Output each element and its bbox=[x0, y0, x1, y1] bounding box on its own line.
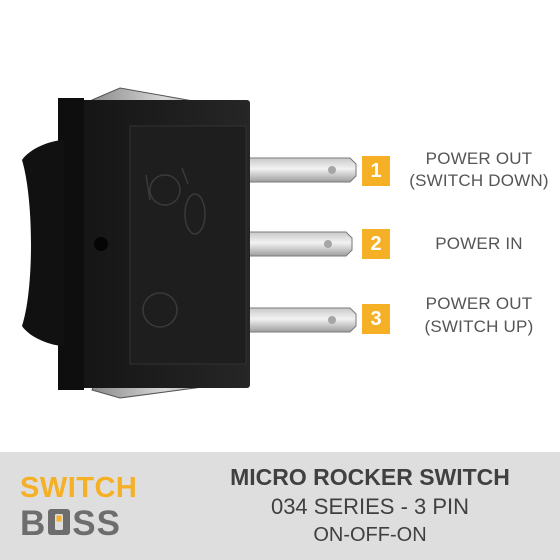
pin-number-badge: 2 bbox=[362, 229, 390, 259]
terminal-pins bbox=[245, 157, 357, 333]
pin-label-line1: POWER IN bbox=[435, 234, 523, 253]
pin-label-1: 1 POWER OUT (SWITCH DOWN) bbox=[362, 148, 560, 228]
pin-label-3: 3 POWER OUT (SWITCH UP) bbox=[362, 293, 560, 373]
pin-number-badge: 1 bbox=[362, 156, 390, 186]
product-mode: ON-OFF-ON bbox=[313, 524, 427, 546]
molded-markings bbox=[142, 167, 206, 328]
pin-label-line1: POWER OUT bbox=[425, 149, 533, 168]
footer-banner bbox=[0, 452, 560, 560]
product-name: MICRO ROCKER SWITCH bbox=[230, 464, 510, 490]
logo-b-letter: B bbox=[20, 504, 47, 543]
logo-ss-letters: SS bbox=[72, 504, 121, 543]
pin-label-line2: (SWITCH UP) bbox=[424, 317, 534, 336]
product-photo bbox=[22, 87, 357, 399]
logo-switch-text: SWITCH bbox=[20, 472, 138, 504]
pin-label-line1: POWER OUT bbox=[425, 294, 533, 313]
pin-label-2: 2 POWER IN bbox=[362, 229, 560, 309]
product-series: 034 SERIES - 3 PIN bbox=[270, 494, 470, 519]
logo-boss-text: B SS bbox=[20, 506, 121, 542]
pin-label-line2: (SWITCH DOWN) bbox=[409, 171, 549, 190]
pin-number-badge: 3 bbox=[362, 304, 390, 334]
light-switch-icon bbox=[46, 507, 72, 535]
rocker-switch-illustration bbox=[22, 87, 357, 399]
